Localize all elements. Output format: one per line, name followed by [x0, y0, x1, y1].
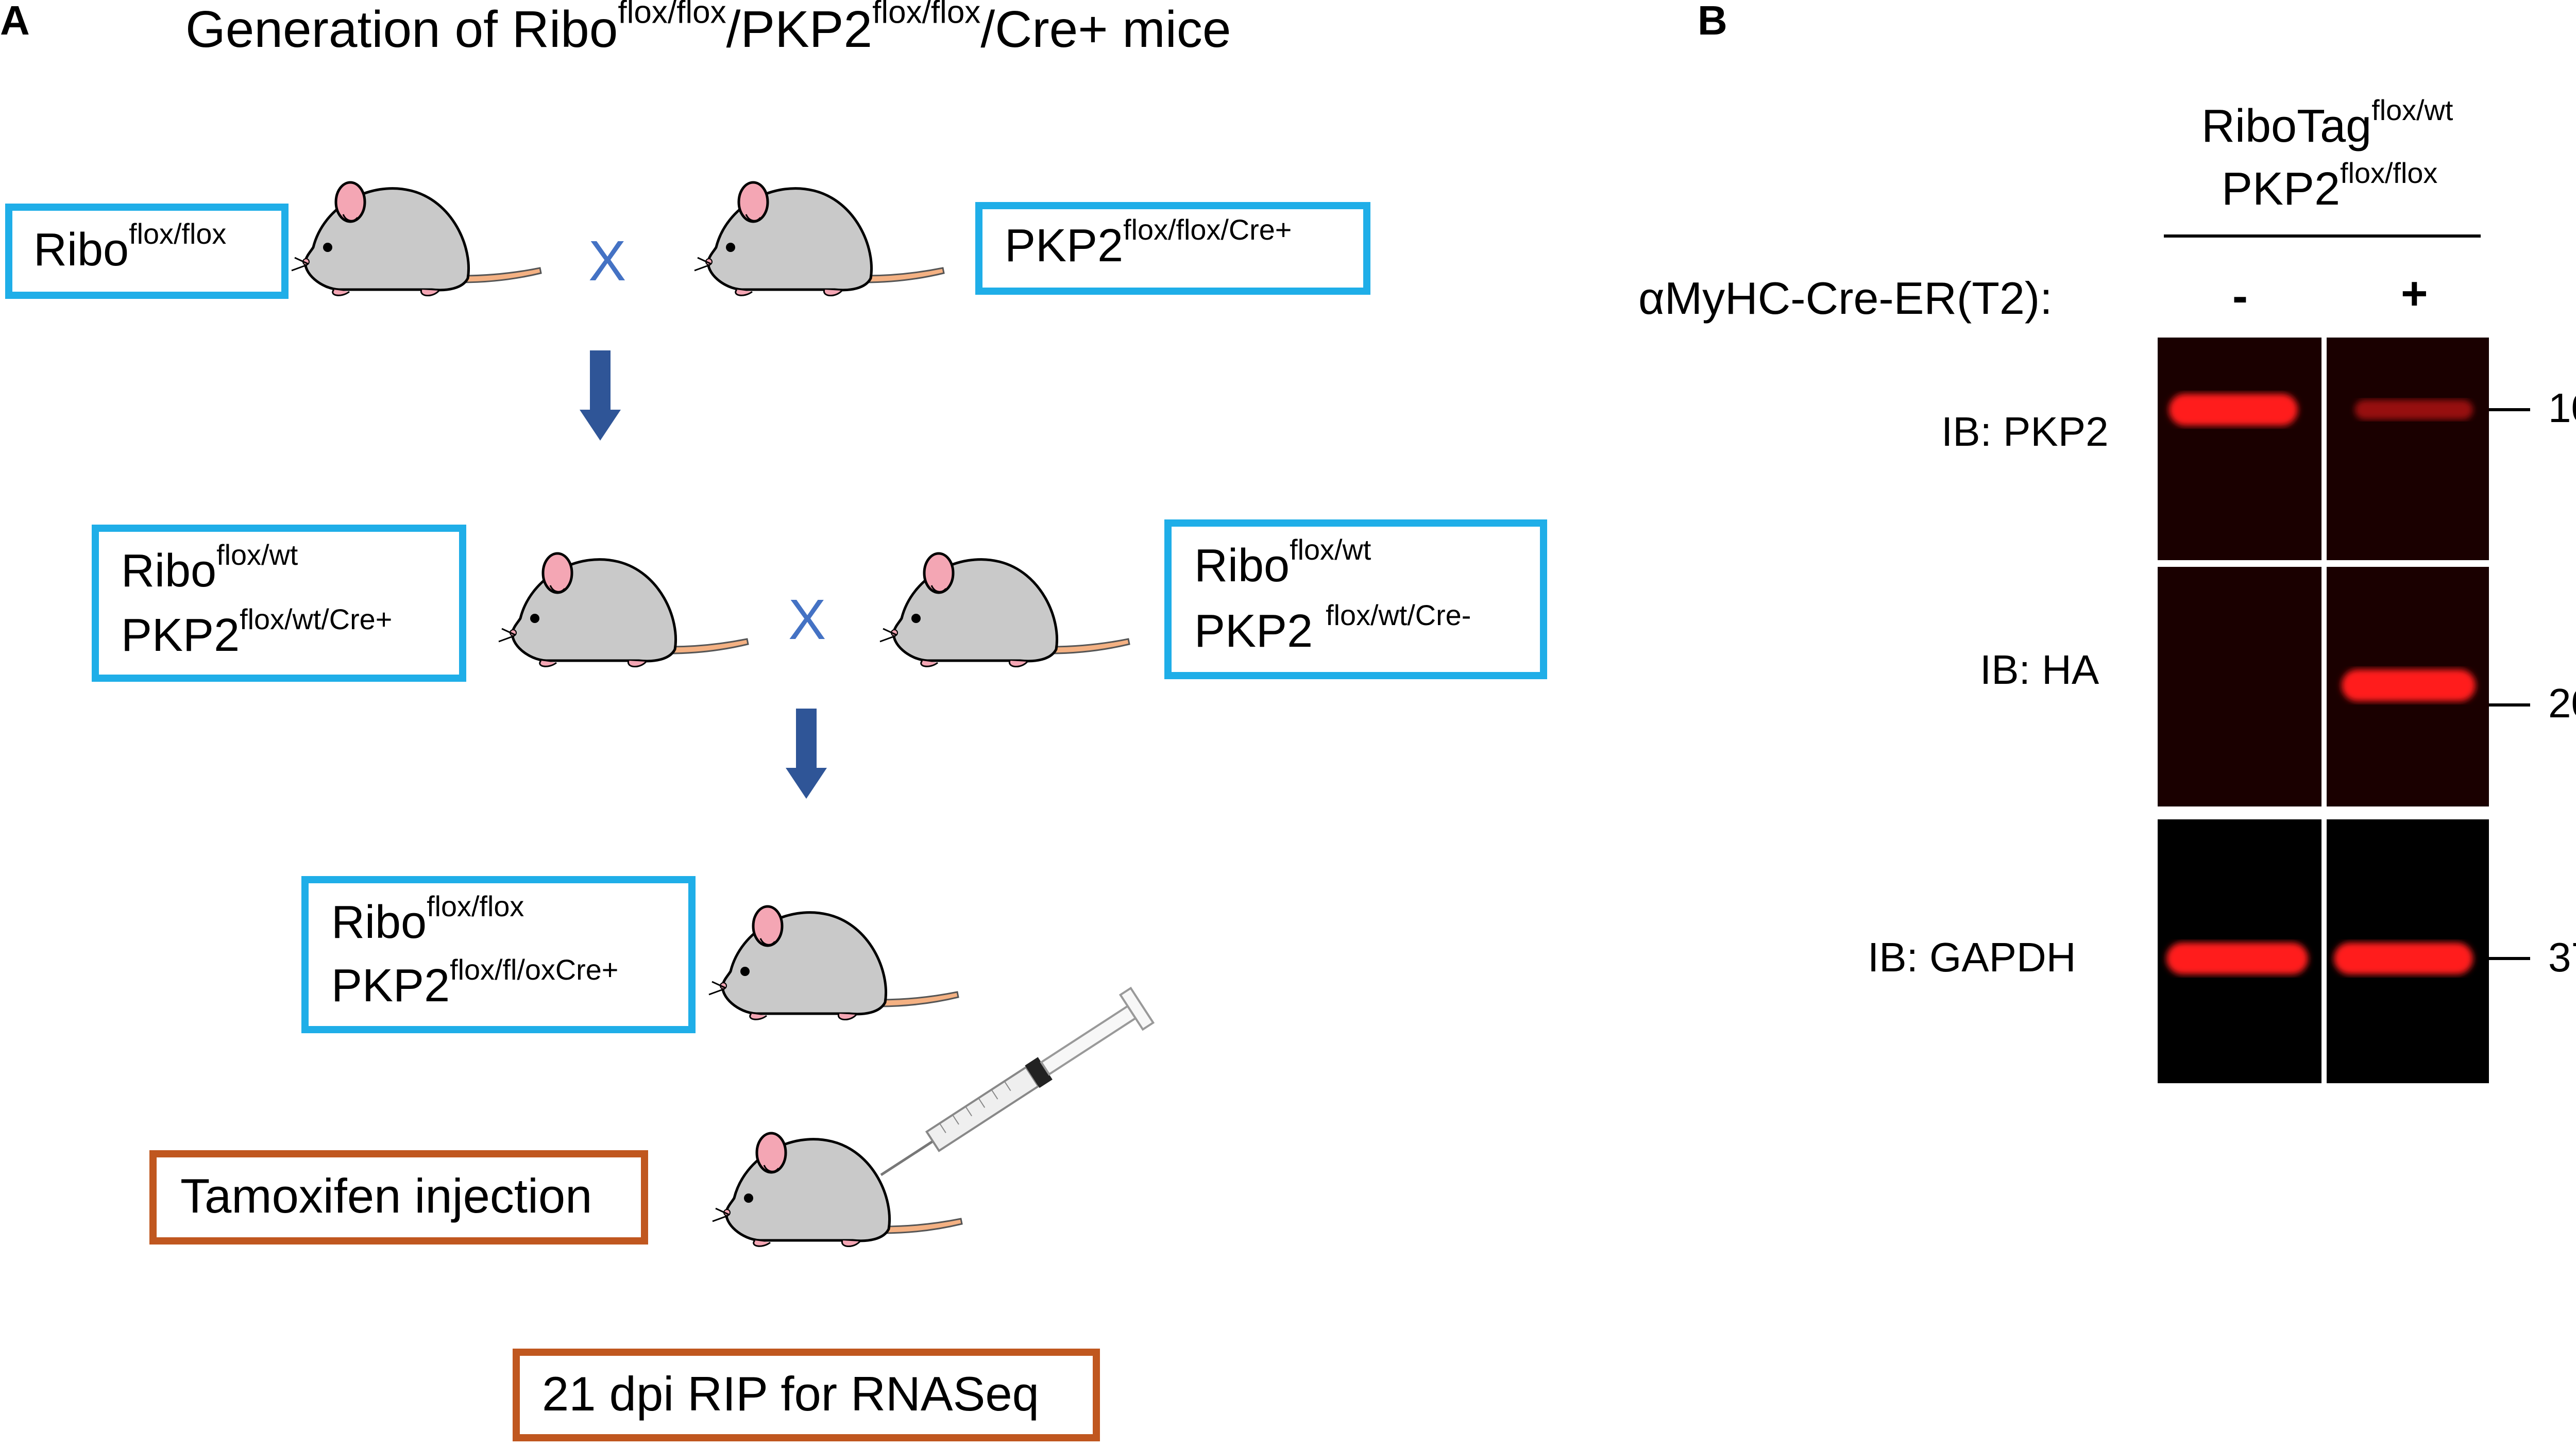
- genotype-base: Ribo: [121, 545, 217, 597]
- parent-pkp2-box: [975, 202, 1370, 295]
- title-part: /Cre+ mice: [980, 1, 1231, 58]
- genotype-sup: flox/flox: [129, 217, 227, 250]
- genotype-base: PKP2: [331, 960, 450, 1012]
- panel-a-letter: A: [0, 0, 30, 43]
- band-gapdh-plus: [2334, 943, 2473, 974]
- f1-right-line2: PKP2 flox/wt/Cre-: [1194, 601, 1471, 657]
- genotype-base: RiboTag: [2201, 100, 2372, 152]
- genotype-sup: flox/fl/oxCre+: [450, 953, 619, 986]
- tamoxifen-label: Tamoxifen injection: [180, 1169, 592, 1223]
- band-gapdh-minus: [2166, 943, 2308, 974]
- marker-tick-100kd: [2489, 408, 2530, 411]
- genotype-sup: flox/flox/Cre+: [1123, 213, 1292, 246]
- f1-left-line1: Riboflox/wt: [121, 541, 298, 597]
- genotype-base: Ribo: [1194, 540, 1290, 592]
- cross-symbol-2: X: [788, 588, 826, 651]
- cre-genotype-label: αMyHC-Cre-ER(T2):: [1638, 273, 2053, 324]
- marker-label-37kd: 37 kD: [2548, 934, 2576, 980]
- band-pkp2-plus: [2354, 399, 2473, 420]
- marker-tick-20kd: [2489, 703, 2530, 707]
- genotype-base: PKP2: [1194, 606, 1326, 657]
- panel-a-title: Generation of Riboflox/flox/PKP2flox/flo…: [185, 0, 1231, 59]
- genotype-header-line1: RiboTagflox/wt: [2201, 96, 2453, 152]
- panel-b-letter: B: [1698, 0, 1727, 43]
- syringe-icon: [880, 986, 1155, 1176]
- rip-box: [513, 1349, 1100, 1441]
- genotype-sup: flox/flox: [427, 890, 524, 923]
- title-sup: flox/flox: [872, 0, 981, 30]
- parent-ribo-label: Riboflox/flox: [33, 220, 226, 276]
- marker-tick-37kd: [2489, 957, 2530, 960]
- marker-label-20kd: 20 kD: [2548, 680, 2576, 726]
- title-part: Generation of Ribo: [185, 1, 618, 58]
- blot-label-ha: IB: HA: [1980, 647, 2099, 693]
- f1-left-box: [92, 525, 466, 682]
- f2-line2: PKP2flox/fl/oxCre+: [331, 955, 618, 1012]
- lane-plus-label: +: [2401, 268, 2428, 320]
- parent-pkp2-label: PKP2flox/flox/Cre+: [1005, 215, 1292, 272]
- genotype-sup: flox/wt/Cre+: [240, 603, 393, 636]
- f2-line1: Riboflox/flox: [331, 892, 524, 948]
- genotype-sup: flox/flox: [2340, 157, 2438, 190]
- band-pkp2-minus: [2169, 394, 2298, 426]
- lane-minus-label: -: [2232, 271, 2248, 322]
- genotype-sup: flox/wt: [216, 539, 298, 571]
- genotype-base: PKP2: [1005, 220, 1124, 272]
- genotype-sup: flox/wt: [2371, 94, 2453, 127]
- title-sup: flox/flox: [618, 0, 726, 30]
- genotype-header-line2: PKP2flox/flox: [2222, 159, 2437, 215]
- blot-label-pkp2: IB: PKP2: [1941, 409, 2109, 455]
- band-ha-plus: [2342, 669, 2476, 701]
- cross-symbol-1: X: [588, 229, 626, 293]
- genotype-base: PKP2: [2222, 163, 2341, 215]
- parent-ribo-box: [5, 204, 289, 299]
- f2-box: [301, 876, 696, 1033]
- genotype-base: PKP2: [121, 610, 240, 661]
- blot-label-gapdh: IB: GAPDH: [1868, 934, 2076, 980]
- header-underline: [2164, 234, 2481, 238]
- f1-right-box: [1164, 519, 1547, 679]
- genotype-base: Ribo: [331, 897, 427, 948]
- blot-pkp2-lane-plus: [2327, 338, 2489, 560]
- title-part: /PKP2: [726, 1, 873, 58]
- rip-label: 21 dpi RIP for RNASeq: [542, 1367, 1039, 1421]
- genotype-sup: flox/wt: [1290, 533, 1371, 566]
- genotype-base: Ribo: [33, 224, 129, 276]
- blot-pkp2-lane-minus: [2158, 338, 2321, 560]
- tamoxifen-box: [149, 1150, 648, 1245]
- f1-right-line1: Riboflox/wt: [1194, 535, 1371, 592]
- genotype-sup: flox/wt/Cre-: [1326, 599, 1471, 632]
- f1-left-line2: PKP2flox/wt/Cre+: [121, 605, 392, 661]
- marker-label-100kd: 100 kD: [2548, 385, 2576, 431]
- blot-ha-lane-minus: [2158, 567, 2321, 806]
